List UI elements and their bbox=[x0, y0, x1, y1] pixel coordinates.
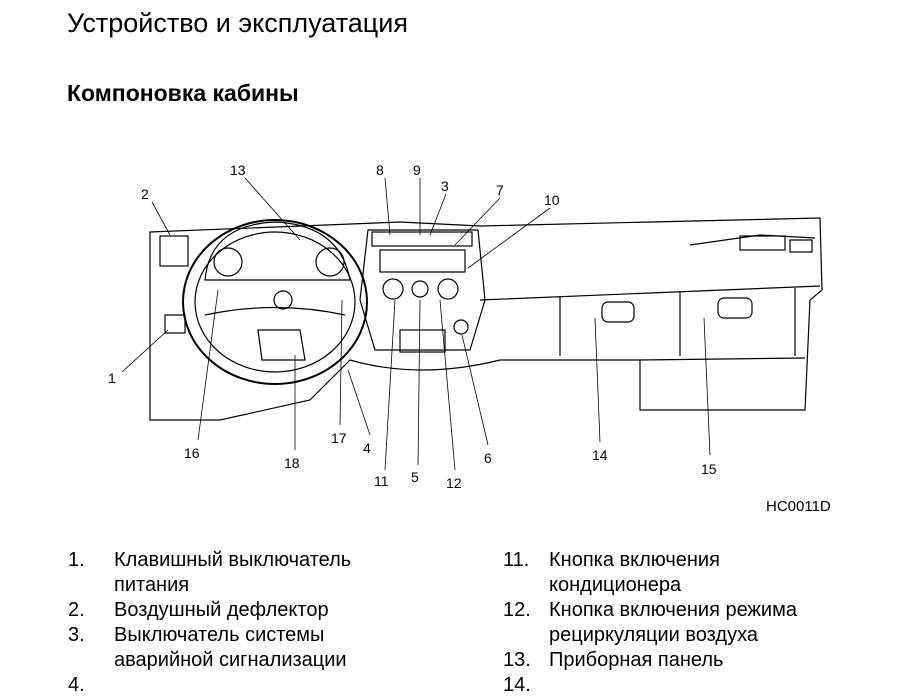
item-number: 12. bbox=[503, 599, 531, 621]
page-title: Устройство и эксплуатация bbox=[67, 8, 408, 38]
callout-5: 5 bbox=[411, 469, 419, 485]
cabin-layout-diagram: 13 2 8 9 3 7 10 1 16 18 17 4 11 5 12 6 1… bbox=[108, 162, 823, 490]
callout-12: 12 bbox=[446, 475, 462, 490]
item-number: 3. bbox=[68, 624, 85, 646]
legend-item: 14. bbox=[503, 673, 903, 698]
item-number: 13. bbox=[503, 649, 531, 671]
callout-4: 4 bbox=[363, 440, 371, 456]
item-number: 14. bbox=[503, 674, 531, 696]
callout-10: 10 bbox=[544, 192, 560, 208]
item-number: 4. bbox=[68, 674, 85, 696]
item-number: 11. bbox=[503, 549, 530, 571]
callout-2: 2 bbox=[141, 186, 149, 202]
legend-item: 11. Кнопка включения кондиционера bbox=[503, 548, 903, 598]
callout-1: 1 bbox=[108, 370, 116, 386]
callout-8: 8 bbox=[376, 162, 384, 178]
legend-item: 3. Выключатель системы аварийной сигнализ… bbox=[68, 623, 468, 673]
callout-14: 14 bbox=[592, 447, 608, 463]
callout-18: 18 bbox=[284, 455, 300, 471]
callout-11: 11 bbox=[374, 473, 389, 489]
item-text: Выключатель системы аварийной сигнализац… bbox=[114, 624, 347, 671]
figure-code: HC0011D bbox=[766, 498, 831, 515]
legend-item: 2. Воздушный дефлектор bbox=[68, 598, 468, 623]
item-text: Воздушный дефлектор bbox=[114, 599, 329, 621]
leader-lines bbox=[121, 177, 711, 471]
callout-9: 9 bbox=[413, 162, 421, 178]
item-text: Кнопка включения режима рециркуляции воз… bbox=[549, 599, 797, 646]
callout-17: 17 bbox=[331, 430, 347, 446]
callout-16: 16 bbox=[184, 445, 200, 461]
callout-13: 13 bbox=[230, 162, 246, 178]
callout-6: 6 bbox=[484, 450, 492, 466]
legend-item: 13. Приборная панель bbox=[503, 648, 903, 673]
legend-list-left: 1. Клавишный выключатель питания 2. Воздуш… bbox=[68, 548, 468, 698]
section-title: Компоновка кабины bbox=[67, 80, 299, 106]
callout-7: 7 bbox=[496, 182, 504, 198]
callout-3: 3 bbox=[441, 178, 449, 194]
item-text: Кнопка включения кондиционера bbox=[549, 549, 720, 596]
item-number: 1. bbox=[68, 549, 85, 571]
item-text: Приборная панель bbox=[549, 649, 724, 671]
legend-item: 4. bbox=[68, 673, 468, 698]
legend-list-right: 11. Кнопка включения кондиционера 12. Кноп… bbox=[503, 548, 903, 698]
item-number: 2. bbox=[68, 599, 85, 621]
legend-item: 12. Кнопка включения режима рециркуляции … bbox=[503, 598, 903, 648]
item-text: Клавишный выключатель питания bbox=[114, 549, 352, 596]
callout-15: 15 bbox=[701, 461, 717, 477]
dashboard-drawing bbox=[149, 217, 823, 421]
legend-item: 1. Клавишный выключатель питания bbox=[68, 548, 468, 598]
